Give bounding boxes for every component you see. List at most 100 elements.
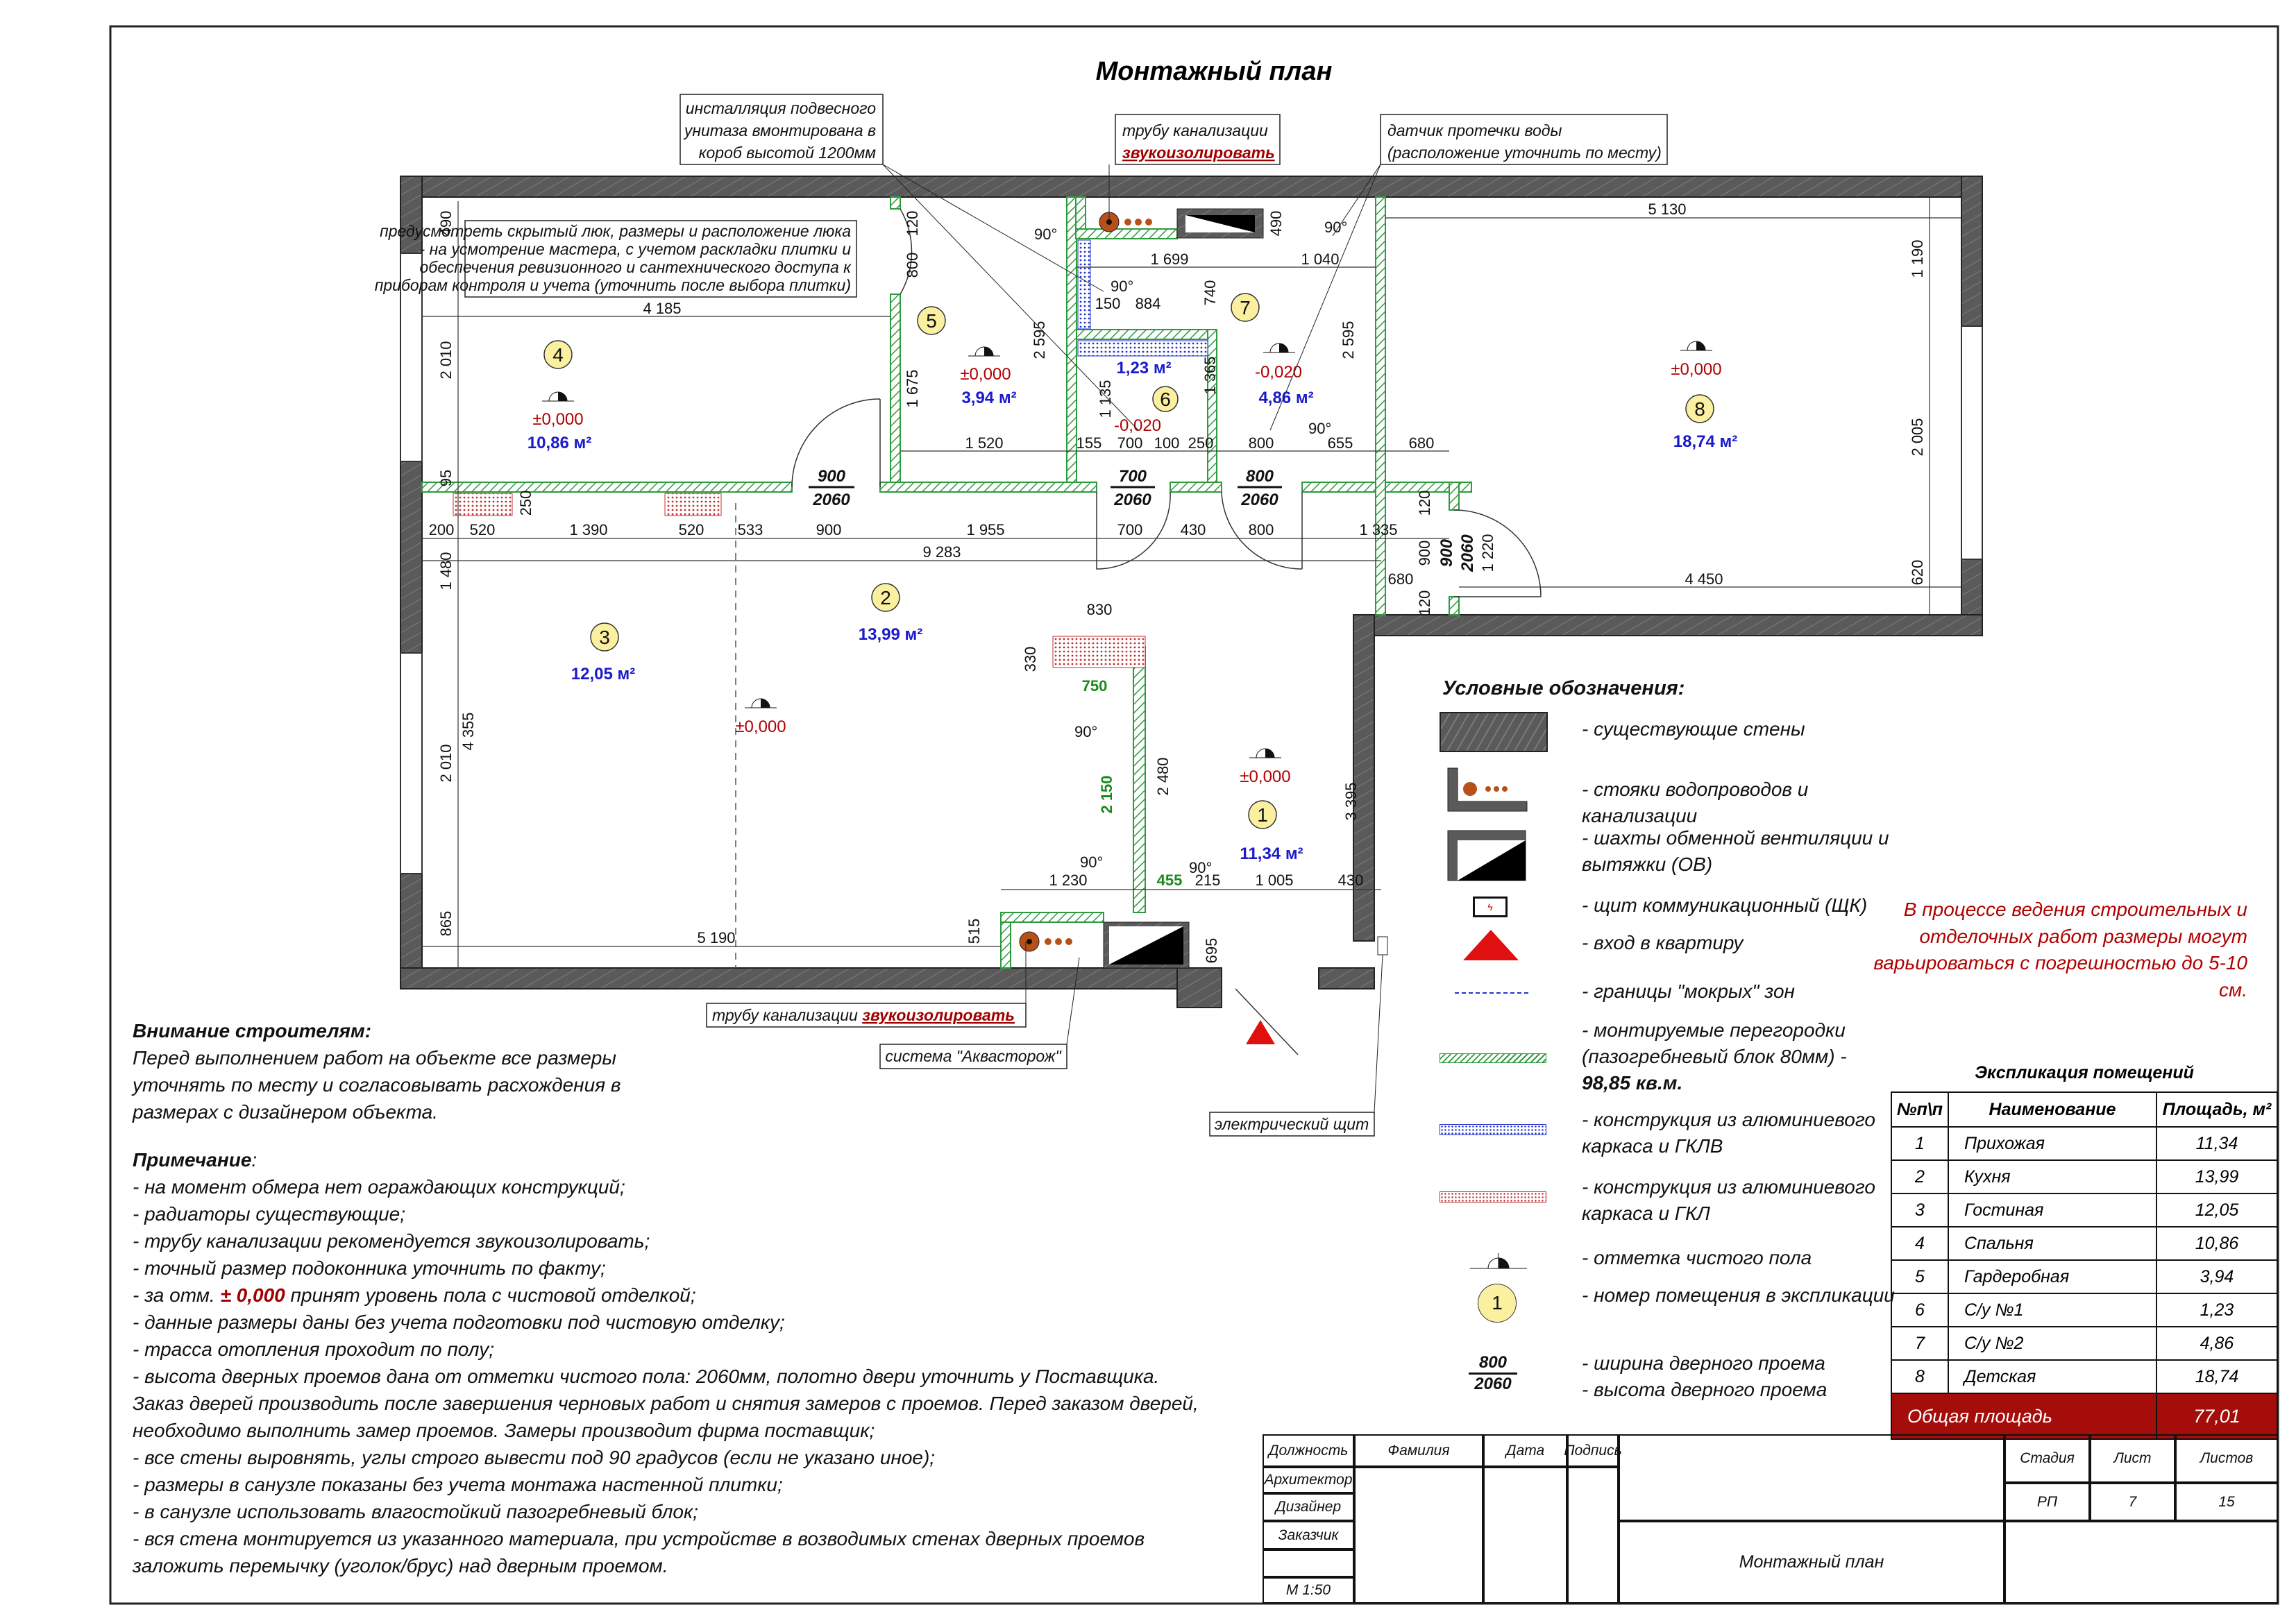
cell-area: 18,74	[2156, 1359, 2278, 1394]
floor-level: ±0,000	[532, 410, 583, 429]
floor-level: -0,020	[1255, 363, 1302, 382]
riser-bottom	[1019, 931, 1072, 952]
partition-swatch-icon	[1440, 1053, 1546, 1063]
dim-label: 2 005	[1909, 418, 1926, 456]
comm-panel-icon: ϟ	[1473, 897, 1508, 917]
room-area: 1,23 м²	[1116, 359, 1171, 377]
room-area: 13,99 м²	[859, 625, 922, 644]
cell-area: 13,99	[2156, 1159, 2278, 1194]
dim-label: 2 595	[1340, 321, 1357, 359]
dim-label: 155	[1077, 434, 1102, 452]
dim-label: 900	[1416, 541, 1433, 566]
gkl-swatch-icon	[1440, 1191, 1546, 1203]
level-value: ± 0,000	[220, 1284, 285, 1306]
legend-label: - щит коммуникационный (ЩК)	[1582, 894, 1868, 916]
center-level: ±0,000	[735, 698, 786, 736]
room-number: 2	[880, 587, 891, 609]
partition-area: 98,85 кв.м.	[1582, 1072, 1683, 1094]
room-area: 12,05 м²	[571, 665, 635, 683]
remark-item: - все стены выровнять, углы строго вывес…	[133, 1447, 936, 1468]
callout-line: трубу канализации	[1122, 121, 1268, 139]
callout-text-red: звукоизолировать	[862, 1006, 1015, 1024]
cell-number: 7	[1891, 1326, 1949, 1361]
col-name: Наименование	[1948, 1091, 2157, 1128]
floor-level-mark-icon	[1680, 341, 1712, 351]
legend-label-text: - высота дверного проема	[1582, 1379, 1827, 1400]
cell-name: С/у №1	[1948, 1293, 2157, 1327]
window-bedroom	[400, 253, 423, 462]
tb-header-date: Дата	[1483, 1434, 1567, 1467]
total-label: Общая площадь	[1891, 1393, 2157, 1440]
callout-line: приборам контроля и учета (уточнить посл…	[375, 276, 851, 294]
room-number-badge	[1248, 800, 1277, 829]
door-height: 2060	[1240, 491, 1278, 509]
legend-label: - существующие стены	[1582, 718, 1805, 740]
remark-item: - высота дверных проемов дана от отметки…	[133, 1366, 1199, 1441]
floor-level-mark-icon	[968, 346, 1000, 357]
legend-label: - монтируемые перегородки (пазогребневый…	[1582, 1017, 1929, 1096]
remark-item-level: - за отм. ± 0,000 принят уровень пола с …	[133, 1282, 1215, 1309]
door-width: 800	[1246, 467, 1274, 486]
door-labels: 900 2060 700 2060 800 2060 900 2060	[809, 467, 1477, 572]
table-header: №п\п Наименование Площадь, м²	[1891, 1091, 2278, 1128]
dim-label: 490	[437, 211, 455, 237]
remark-item: - в санузле использовать влагостойкий па…	[133, 1501, 698, 1522]
dim-label: 680	[1388, 570, 1414, 588]
dim-label: 700	[1117, 434, 1143, 452]
floor-level-mark-icon	[745, 698, 777, 708]
dim-label: 900	[816, 521, 842, 538]
remark-item: - трубу канализации рекомендуется звукои…	[133, 1230, 650, 1252]
angle-label: 90°	[1034, 226, 1057, 243]
gklv-swatch-icon	[1440, 1124, 1546, 1135]
tb-project	[1619, 1434, 2004, 1521]
dim-label: 1 675	[904, 369, 921, 407]
floor-level: -0,020	[1114, 416, 1161, 435]
cell-name: Детская	[1948, 1359, 2157, 1394]
dim-label: 3 395	[1342, 782, 1360, 820]
tb-stage-label: Стадия	[2004, 1434, 2090, 1483]
vent-shaft-bottom-icon	[1103, 921, 1190, 969]
callout-text: трубу канализации	[712, 1006, 858, 1024]
room-number: 3	[599, 627, 610, 648]
remark-title: Примечание:	[133, 1146, 1215, 1173]
dim-label: 4 450	[1685, 570, 1723, 588]
dim-label: 750	[1082, 677, 1108, 695]
legend-label-text: - монтируемые перегородки (пазогребневый…	[1582, 1019, 1847, 1067]
tb-header-role: Должность	[1263, 1434, 1354, 1467]
cell-area: 10,86	[2156, 1226, 2278, 1261]
gkl-construction	[664, 493, 722, 516]
col-area: Площадь, м²	[2156, 1091, 2278, 1128]
dim-label: 520	[470, 521, 496, 538]
callout-line: инсталляция подвесного	[686, 99, 876, 117]
room-number: 7	[1240, 297, 1251, 318]
angle-labels: 90° 90° 90° 90° 90° 90° 90°	[1034, 219, 1347, 876]
partitions	[421, 196, 1472, 969]
legend-label: - номер помещения в экспликации	[1582, 1284, 1895, 1306]
callout-line: трубу канализации звукоизолировать	[712, 1006, 1015, 1024]
cell-number: 4	[1891, 1226, 1949, 1261]
dim-label: 1 365	[1201, 356, 1219, 394]
room-7: 7 -0,020 4,86 м²	[1231, 293, 1314, 407]
dim-label: 520	[679, 521, 704, 538]
dim-label: 5 190	[697, 929, 735, 946]
tb-cells	[1567, 1467, 1619, 1604]
dim-label: 120	[1416, 491, 1433, 516]
legend-title: Условные обозначения:	[1442, 677, 1685, 699]
room-1: 1 ±0,000 11,34 м²	[1240, 748, 1303, 863]
callout-line: звукоизолировать	[1122, 144, 1275, 162]
floor-level-mark-icon	[1263, 343, 1295, 353]
legend-label: - ширина дверного проема- высота дверног…	[1582, 1350, 1929, 1403]
callout-aquastorozh: система "Аквасторож"	[879, 957, 1080, 1069]
tb-stage: РП	[2004, 1483, 2090, 1521]
legend-label: - стояки водопроводов и канализации	[1582, 779, 1809, 826]
cell-number: 5	[1891, 1259, 1949, 1294]
dim-label: 120	[1416, 590, 1433, 616]
remark-item: - точный размер подоконника уточнить по …	[133, 1257, 606, 1279]
angle-label: 90°	[1080, 853, 1103, 871]
floor-level: ±0,000	[960, 365, 1011, 384]
angle-label: 90°	[1189, 859, 1212, 876]
dim-label: 740	[1201, 280, 1219, 306]
